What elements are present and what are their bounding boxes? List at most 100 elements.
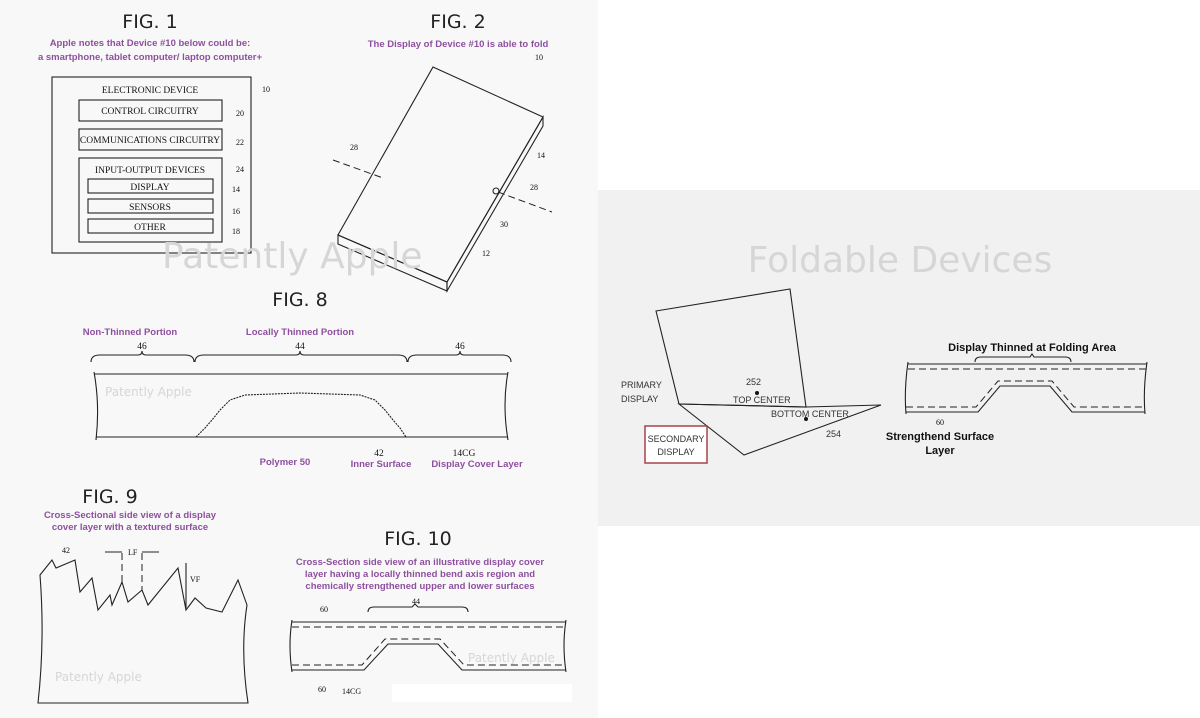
- fold-axis-left: [332, 159, 384, 179]
- ref-18: 18: [232, 227, 240, 236]
- ref-10-fig2: 10: [535, 53, 543, 62]
- watermark-fig8: Patently Apple: [105, 385, 192, 399]
- watermark-fig10: Patently Apple: [468, 651, 555, 665]
- ref-12: 12: [482, 249, 490, 258]
- ref-252: 252: [746, 377, 761, 387]
- fig10: FIG. 10 Cross-Section side view of an il…: [289, 528, 572, 702]
- sensors-box: [87, 198, 214, 214]
- bottom-center-label: BOTTOM CENTER: [771, 409, 849, 419]
- electronic-device-box: [51, 76, 252, 254]
- primary-display-label-2: DISPLAY: [621, 394, 658, 404]
- control-circuitry-box: [78, 99, 223, 122]
- strengthened-layer-label-1: Strengthend Surface: [886, 431, 994, 443]
- communications-circuitry-box: [78, 128, 223, 151]
- fig10-title: FIG. 10: [384, 528, 452, 550]
- display-box: [87, 178, 214, 194]
- ref-46-right: 46: [455, 342, 465, 352]
- fig1: FIG. 1 Apple notes that Device #10 below…: [38, 11, 270, 254]
- ref-46-left: 46: [137, 342, 147, 352]
- ref-254: 254: [826, 429, 841, 439]
- ref-20: 20: [236, 109, 244, 118]
- fig2-title: FIG. 2: [430, 11, 485, 33]
- fig2-caption: The Display of Device #10 is able to fol…: [368, 39, 549, 50]
- brace-left: [90, 350, 195, 363]
- watermark-fig9: Patently Apple: [55, 670, 142, 684]
- fold-axis-right: [497, 191, 553, 213]
- laptop-base: [677, 403, 882, 456]
- electronic-device-label: ELECTRONIC DEVICE: [102, 86, 199, 96]
- ref-24: 24: [236, 165, 244, 174]
- ref-60-top: 60: [320, 605, 328, 614]
- polymer-label: Polymer 50: [260, 457, 311, 468]
- ref-16: 16: [232, 207, 240, 216]
- non-thinned-label: Non-Thinned Portion: [83, 327, 178, 338]
- ref-28-right: 28: [530, 183, 538, 192]
- fig9-title: FIG. 9: [82, 486, 137, 508]
- ref-44-fig10: 44: [412, 597, 420, 606]
- display-thinned-label: Display Thinned at Folding Area: [948, 342, 1117, 354]
- ref-14-fig2: 14: [537, 151, 545, 160]
- cross-section-bottom: [906, 385, 1145, 413]
- fig10-caption-1: Cross-Section side view of an illustrati…: [296, 557, 544, 568]
- fold-point: [492, 187, 500, 195]
- display-label: DISPLAY: [130, 183, 169, 193]
- fig10-caption-3: chemically strengthened upper and lower …: [305, 581, 534, 592]
- cover-break-lines: [93, 371, 509, 441]
- secondary-display-label-1: SECONDARY: [648, 434, 705, 444]
- ref-60-bottom: 60: [318, 685, 326, 694]
- fig1-caption-2: a smartphone, tablet computer/ laptop co…: [38, 52, 263, 63]
- left-panel-bg: [0, 0, 598, 718]
- sensors-label: SENSORS: [129, 203, 171, 213]
- ref-42: 42: [374, 449, 384, 459]
- ref-22: 22: [236, 138, 244, 147]
- brace-right: [407, 350, 512, 363]
- fig1-title: FIG. 1: [122, 11, 177, 33]
- ref-lf: LF: [128, 548, 138, 557]
- device-front-edge: [337, 234, 448, 292]
- other-label: OTHER: [134, 223, 166, 233]
- fig10-bottom-strengthened: [292, 638, 566, 666]
- locally-thinned-label: Locally Thinned Portion: [246, 327, 354, 338]
- communications-circuitry-label: COMMUNICATIONS CIRCUITRY: [80, 136, 220, 146]
- io-devices-box: [78, 157, 223, 243]
- cross-section-bottom-strengthened: [906, 380, 1145, 408]
- fig9-caption-1: Cross-Sectional side view of a display: [44, 510, 217, 521]
- fig10-bottom-line: [292, 643, 566, 671]
- textured-cover-layer: [37, 558, 249, 704]
- fig1-caption-1: Apple notes that Device #10 below could …: [50, 38, 251, 49]
- fig9-caption-2: cover layer with a textured surface: [52, 522, 208, 533]
- primary-display-label-1: PRIMARY: [621, 380, 662, 390]
- other-box: [87, 218, 214, 234]
- watermark-fig1: Patently Apple: [162, 236, 423, 277]
- ref-vf: VF: [190, 575, 201, 584]
- ref-44: 44: [295, 342, 305, 352]
- ref-14cg-fig10: 14CG: [342, 687, 361, 696]
- secondary-display-label-2: DISPLAY: [657, 447, 694, 457]
- inner-surface-label: Inner Surface: [351, 459, 412, 470]
- foldable-title: Foldable Devices: [748, 240, 1053, 281]
- thinned-brace: [974, 353, 1072, 363]
- ref-42-fig9: 42: [62, 546, 70, 555]
- fig10-brace: [367, 603, 469, 613]
- ref-14: 14: [232, 185, 240, 194]
- fig10-break-lines: [289, 619, 567, 673]
- top-center-label: TOP CENTER: [733, 395, 791, 405]
- strengthened-layer-label-2: Layer: [925, 445, 955, 457]
- foldable-devices-panel: Foldable Devices PRIMARY DISPLAY 252 TOP…: [621, 240, 1148, 464]
- ref-14cg: 14CG: [453, 449, 476, 459]
- ref-30: 30: [500, 220, 508, 229]
- top-center-dot: [755, 391, 759, 395]
- right-panel-bg: [598, 190, 1200, 526]
- ref-28-left: 28: [350, 143, 358, 152]
- fig2: FIG. 2 The Display of Device #10 is able…: [162, 11, 553, 294]
- ref-10: 10: [262, 85, 270, 94]
- bottom-center-dot: [804, 417, 808, 421]
- fig10-caption-2: layer having a locally thinned bend axis…: [305, 569, 535, 580]
- fig8-title: FIG. 8: [272, 289, 327, 311]
- secondary-display-box: [644, 425, 708, 464]
- fig8: FIG. 8 Non-Thinned Portion Locally Thinn…: [83, 289, 523, 470]
- cross-section-break-lines: [904, 361, 1148, 415]
- ref-60-foldable: 60: [936, 418, 944, 427]
- whiteout-patch: [392, 684, 572, 702]
